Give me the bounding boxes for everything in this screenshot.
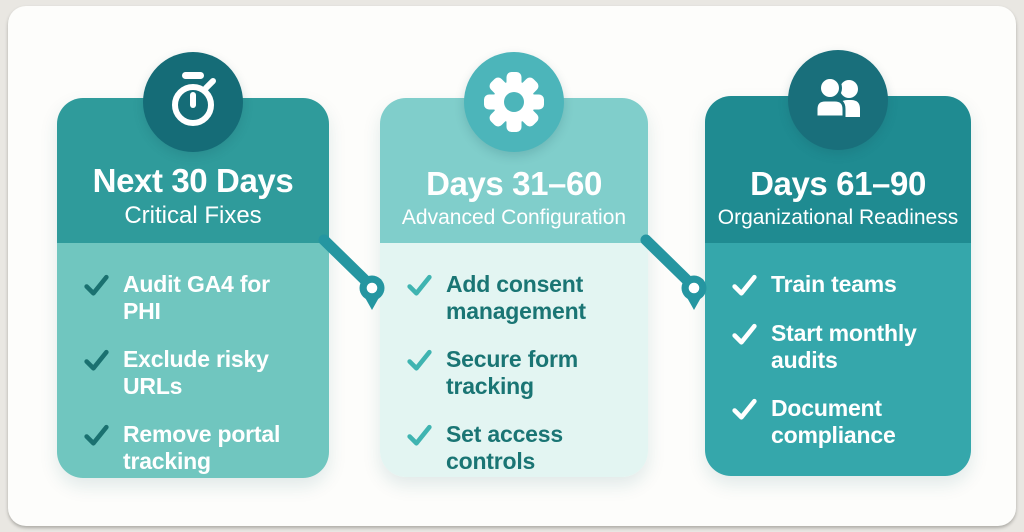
checklist-item-label: Train teams: [771, 271, 897, 297]
phase1-checklist: Audit GA4 for PHI Exclude risky URLs Rem…: [57, 243, 329, 478]
phase3-subtitle: Organizational Readiness: [717, 205, 959, 229]
phase1-icon-badge: [143, 52, 243, 152]
checklist-item: Set access controls: [406, 421, 630, 475]
checklist-item-label: Secure form tracking: [446, 346, 579, 399]
phase3-icon-badge: [788, 50, 888, 150]
checklist-item: Train teams: [731, 271, 953, 299]
check-icon: [407, 349, 432, 371]
checklist-item-label: Remove portal tracking: [123, 421, 281, 474]
check-icon: [732, 323, 757, 345]
phase2-icon-badge: [464, 52, 564, 152]
checklist-item-label: Exclude risky URLs: [123, 346, 269, 399]
checklist-item-label: Audit GA4 for PHI: [123, 271, 270, 324]
check-icon: [84, 274, 109, 296]
checklist-item: Audit GA4 for PHI: [83, 271, 311, 325]
phase3-card: Days 61–90 Organizational Readiness Trai…: [705, 96, 971, 476]
checklist-item: Remove portal tracking: [83, 421, 311, 475]
phase3-header: Days 61–90 Organizational Readiness: [705, 96, 971, 243]
people-icon: [814, 76, 860, 119]
checklist-item: Document compliance: [731, 395, 953, 449]
checklist-item-label: Document compliance: [771, 395, 896, 448]
infographic-panel: Next 30 Days Critical Fixes Audit GA4 fo…: [8, 6, 1016, 526]
checklist-item-label: Add consent management: [446, 271, 586, 324]
phase2-title: Days 31–60: [426, 165, 602, 203]
check-icon: [407, 274, 432, 296]
checklist-item-label: Start monthly audits: [771, 320, 917, 373]
check-icon: [84, 424, 109, 446]
checklist-item: Secure form tracking: [406, 346, 630, 400]
check-icon: [732, 398, 757, 420]
stopwatch-icon: [172, 72, 216, 126]
checklist-item-label: Set access controls: [446, 421, 563, 474]
phase2-checklist: Add consent management Secure form track…: [380, 243, 648, 477]
phase1-title: Next 30 Days: [92, 161, 294, 199]
connector-phase1-phase2: [318, 234, 385, 310]
checklist-item: Start monthly audits: [731, 320, 953, 374]
checklist-item: Add consent management: [406, 271, 630, 325]
gear-icon: [484, 72, 544, 132]
check-icon: [407, 424, 432, 446]
phase1-subtitle: Critical Fixes: [124, 202, 262, 230]
connector-phase2-phase3: [640, 234, 707, 310]
phase2-subtitle: Advanced Configuration: [401, 205, 627, 229]
checklist-item: Exclude risky URLs: [83, 346, 311, 400]
phase3-title: Days 61–90: [750, 165, 926, 203]
phase2-card: Days 31–60 Advanced Configuration Add co…: [380, 98, 648, 477]
phase1-card: Next 30 Days Critical Fixes Audit GA4 fo…: [57, 98, 329, 478]
check-icon: [84, 349, 109, 371]
check-icon: [732, 274, 757, 296]
phase3-checklist: Train teams Start monthly audits Documen…: [705, 243, 971, 476]
